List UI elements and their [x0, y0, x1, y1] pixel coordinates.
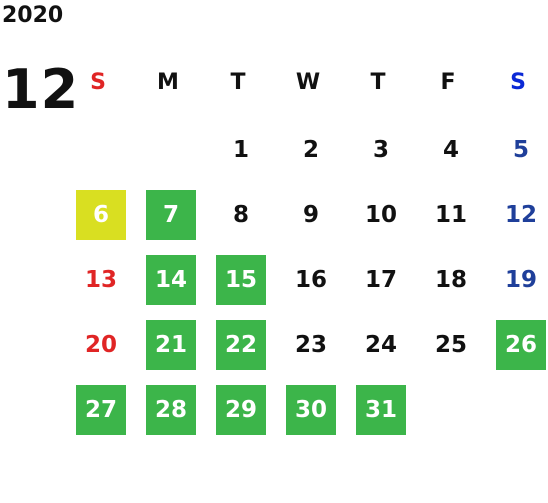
- day-cell-9[interactable]: 9: [302, 202, 319, 228]
- day-cell-30[interactable]: 30: [286, 385, 336, 435]
- day-cell-7[interactable]: 7: [146, 190, 196, 240]
- day-cell-12[interactable]: 12: [504, 202, 537, 228]
- day-cell-14[interactable]: 14: [146, 255, 196, 305]
- day-cell-8[interactable]: 8: [232, 202, 249, 228]
- month-label: 12: [2, 58, 80, 121]
- day-cell-1[interactable]: 1: [232, 137, 249, 163]
- day-cell-28[interactable]: 28: [146, 385, 196, 435]
- day-cell-20[interactable]: 20: [84, 332, 117, 358]
- day-cell-23[interactable]: 23: [294, 332, 327, 358]
- day-cell-24[interactable]: 24: [364, 332, 397, 358]
- day-cell-5[interactable]: 5: [512, 137, 529, 163]
- weekday-monday: M: [157, 69, 179, 95]
- day-cell-11[interactable]: 11: [434, 202, 467, 228]
- day-cell-10[interactable]: 10: [364, 202, 397, 228]
- weekday-saturday: S: [510, 69, 526, 95]
- day-cell-29[interactable]: 29: [216, 385, 266, 435]
- day-cell-6[interactable]: 6: [76, 190, 126, 240]
- day-cell-13[interactable]: 13: [84, 267, 117, 293]
- day-cell-3[interactable]: 3: [372, 137, 389, 163]
- day-cell-15[interactable]: 15: [216, 255, 266, 305]
- day-cell-25[interactable]: 25: [434, 332, 467, 358]
- day-cell-17[interactable]: 17: [364, 267, 397, 293]
- weekday-sunday: S: [90, 69, 106, 95]
- day-cell-26[interactable]: 26: [496, 320, 546, 370]
- weekday-wednesday: W: [295, 69, 321, 95]
- year-label: 2020: [2, 3, 64, 28]
- day-cell-2[interactable]: 2: [302, 137, 319, 163]
- weekday-friday: F: [440, 69, 456, 95]
- day-cell-16[interactable]: 16: [294, 267, 327, 293]
- day-cell-4[interactable]: 4: [442, 137, 459, 163]
- day-cell-19[interactable]: 19: [504, 267, 537, 293]
- weekday-tuesday: T: [230, 69, 246, 95]
- day-cell-21[interactable]: 21: [146, 320, 196, 370]
- weekday-thursday: T: [370, 69, 386, 95]
- day-cell-31[interactable]: 31: [356, 385, 406, 435]
- day-cell-27[interactable]: 27: [76, 385, 126, 435]
- day-cell-18[interactable]: 18: [434, 267, 467, 293]
- day-cell-22[interactable]: 22: [216, 320, 266, 370]
- weekday-header: S M T W T F S: [70, 62, 546, 102]
